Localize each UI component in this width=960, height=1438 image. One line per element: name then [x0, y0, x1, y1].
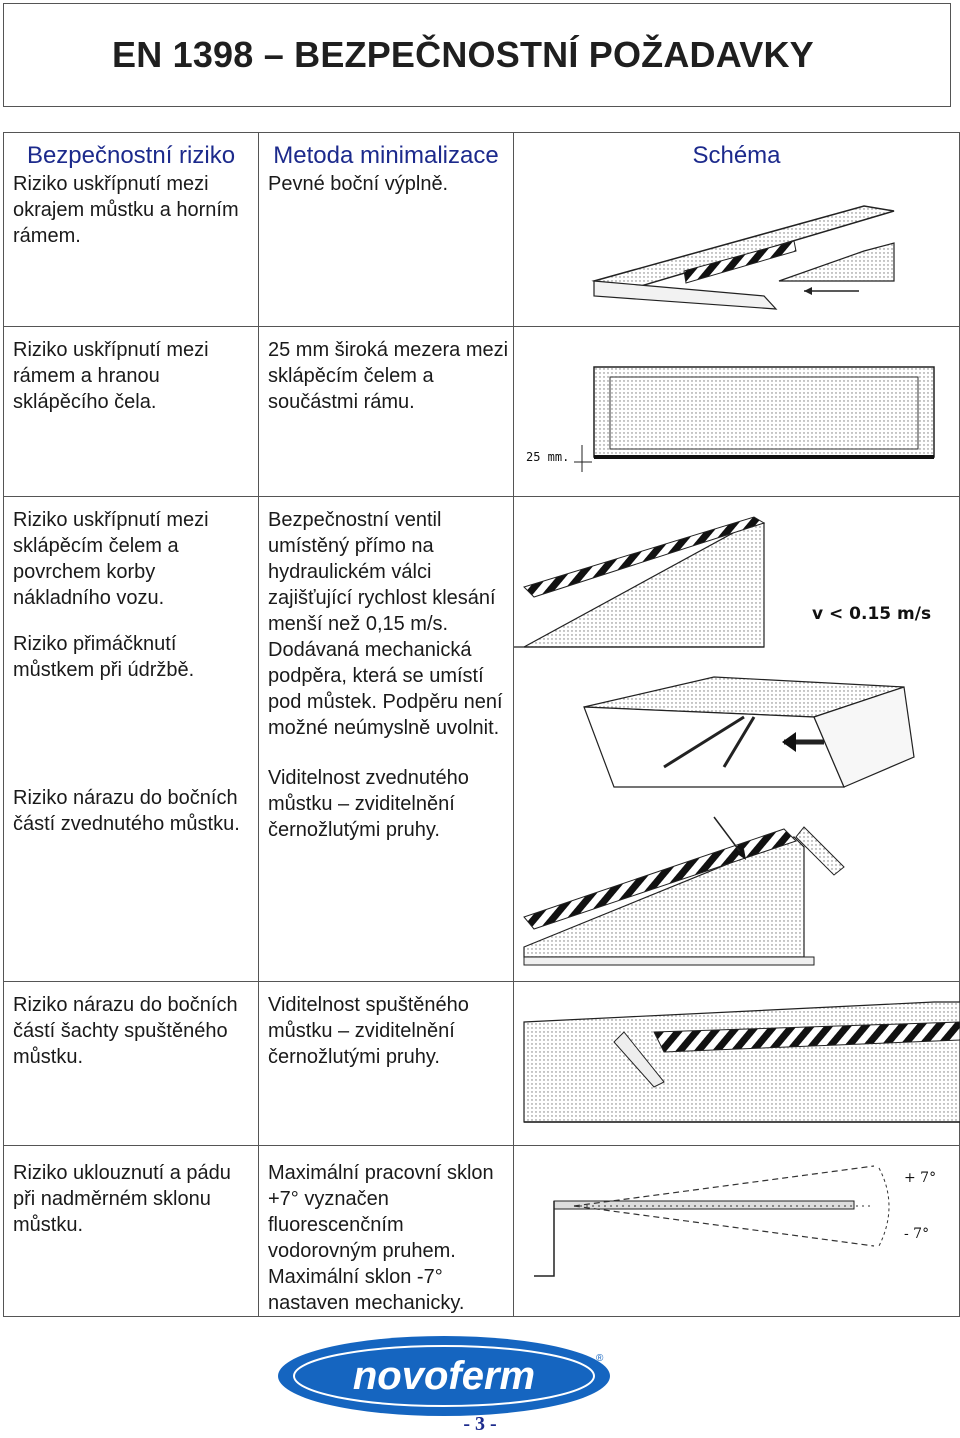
method-text: Viditelnost zvednutého můstku – zviditel…	[268, 767, 469, 841]
scheme-cell: Schéma	[513, 132, 960, 327]
method-cell: Metoda minimalizace Pevné boční výplně.	[258, 132, 514, 327]
logo-registered-mark: ®	[596, 1353, 604, 1364]
risk-text: Riziko nárazu do bočních částí šachty sp…	[13, 994, 238, 1068]
risk-text: Riziko přimáčknutí můstkem při údržbě.	[13, 633, 195, 681]
page-number: - 3 -	[463, 1413, 497, 1435]
method-text: Bezpečnostní ventil umístěný přímo na hy…	[268, 509, 496, 635]
gap-label: 25 mm.	[526, 450, 569, 464]
minus-angle-label: - 7°	[904, 1226, 929, 1242]
figure-lowered-stripes	[523, 1001, 960, 1123]
method-text: Viditelnost spuštěného můstku – zviditel…	[268, 994, 469, 1068]
novoferm-logo: novoferm ®	[276, 1333, 612, 1419]
method-cell: Viditelnost spuštěného můstku – zviditel…	[258, 981, 514, 1146]
risk-text: Riziko uklouznutí a pádu při nadměrném s…	[13, 1162, 231, 1236]
header-risk: Bezpečnostní riziko	[26, 142, 236, 169]
plus-angle-label: + 7°	[904, 1170, 936, 1186]
figure-support	[583, 676, 915, 788]
method-cell: Bezpečnostní ventil umístěný přímo na hy…	[258, 496, 514, 982]
risk-text: Riziko nárazu do bočních částí zvednutéh…	[13, 787, 240, 835]
table-row: Riziko nárazu do bočních částí šachty sp…	[3, 981, 960, 1146]
requirements-table: Bezpečnostní riziko Riziko uskřípnutí me…	[3, 132, 960, 1317]
risk-text: Riziko uskřípnutí mezi okrajem můstku a …	[13, 173, 239, 247]
method-text: 25 mm široká mezera mezi sklápěcím čelem…	[268, 339, 509, 413]
figure-raised-stripes	[523, 816, 845, 966]
figure-side-fill	[591, 205, 895, 310]
page-title: EN 1398 – BEZPEČNOSTNÍ POŽADAVKY	[112, 34, 814, 75]
header-method: Metoda minimalizace	[273, 142, 499, 169]
speed-label: v < 0.15 m/s	[812, 604, 931, 624]
method-cell: Maximální pracovní sklon +7° vyznačen fl…	[258, 1145, 514, 1317]
table-row: Bezpečnostní riziko Riziko uskřípnutí me…	[3, 132, 960, 327]
title-box: EN 1398 – BEZPEČNOSTNÍ POŽADAVKY	[3, 3, 951, 107]
figure-speed: v < 0.15 m/s	[514, 516, 931, 648]
risk-cell: Riziko uskřípnutí mezi sklápěcím čelem a…	[3, 496, 259, 982]
figure-gap: 25 mm.	[526, 366, 935, 472]
logo-ellipse: novoferm ®	[278, 1336, 610, 1416]
scheme-cell: + 7° - 7°	[513, 1145, 960, 1317]
scheme-cell: v < 0.15 m/s	[513, 496, 960, 982]
method-cell: 25 mm široká mezera mezi sklápěcím čelem…	[258, 326, 514, 497]
table-row: Riziko uklouznutí a pádu při nadměrném s…	[3, 1145, 960, 1317]
risk-text: Riziko uskřípnutí mezi sklápěcím čelem a…	[13, 509, 209, 609]
risk-cell: Riziko nárazu do bočních částí šachty sp…	[3, 981, 259, 1146]
figure-slope: + 7° - 7°	[534, 1165, 936, 1277]
scheme-cell: 25 mm.	[513, 326, 960, 497]
table-row: Riziko uskřípnutí mezi sklápěcím čelem a…	[3, 496, 960, 982]
logo-text: novoferm	[353, 1354, 535, 1398]
risk-cell: Bezpečnostní riziko Riziko uskřípnutí me…	[3, 132, 259, 327]
table-row: Riziko uskřípnutí mezi rámem a hranou sk…	[3, 326, 960, 497]
method-text: Maximální pracovní sklon +7° vyznačen fl…	[268, 1162, 494, 1314]
scheme-cell	[513, 981, 960, 1146]
risk-text: Riziko uskřípnutí mezi rámem a hranou sk…	[13, 339, 209, 413]
method-text: Pevné boční výplně.	[268, 173, 449, 195]
method-text: Dodávaná mechanická podpěra, která se um…	[268, 639, 503, 739]
header-scheme: Schéma	[692, 142, 781, 169]
risk-cell: Riziko uskřípnutí mezi rámem a hranou sk…	[3, 326, 259, 497]
risk-cell: Riziko uklouznutí a pádu při nadměrném s…	[3, 1145, 259, 1317]
